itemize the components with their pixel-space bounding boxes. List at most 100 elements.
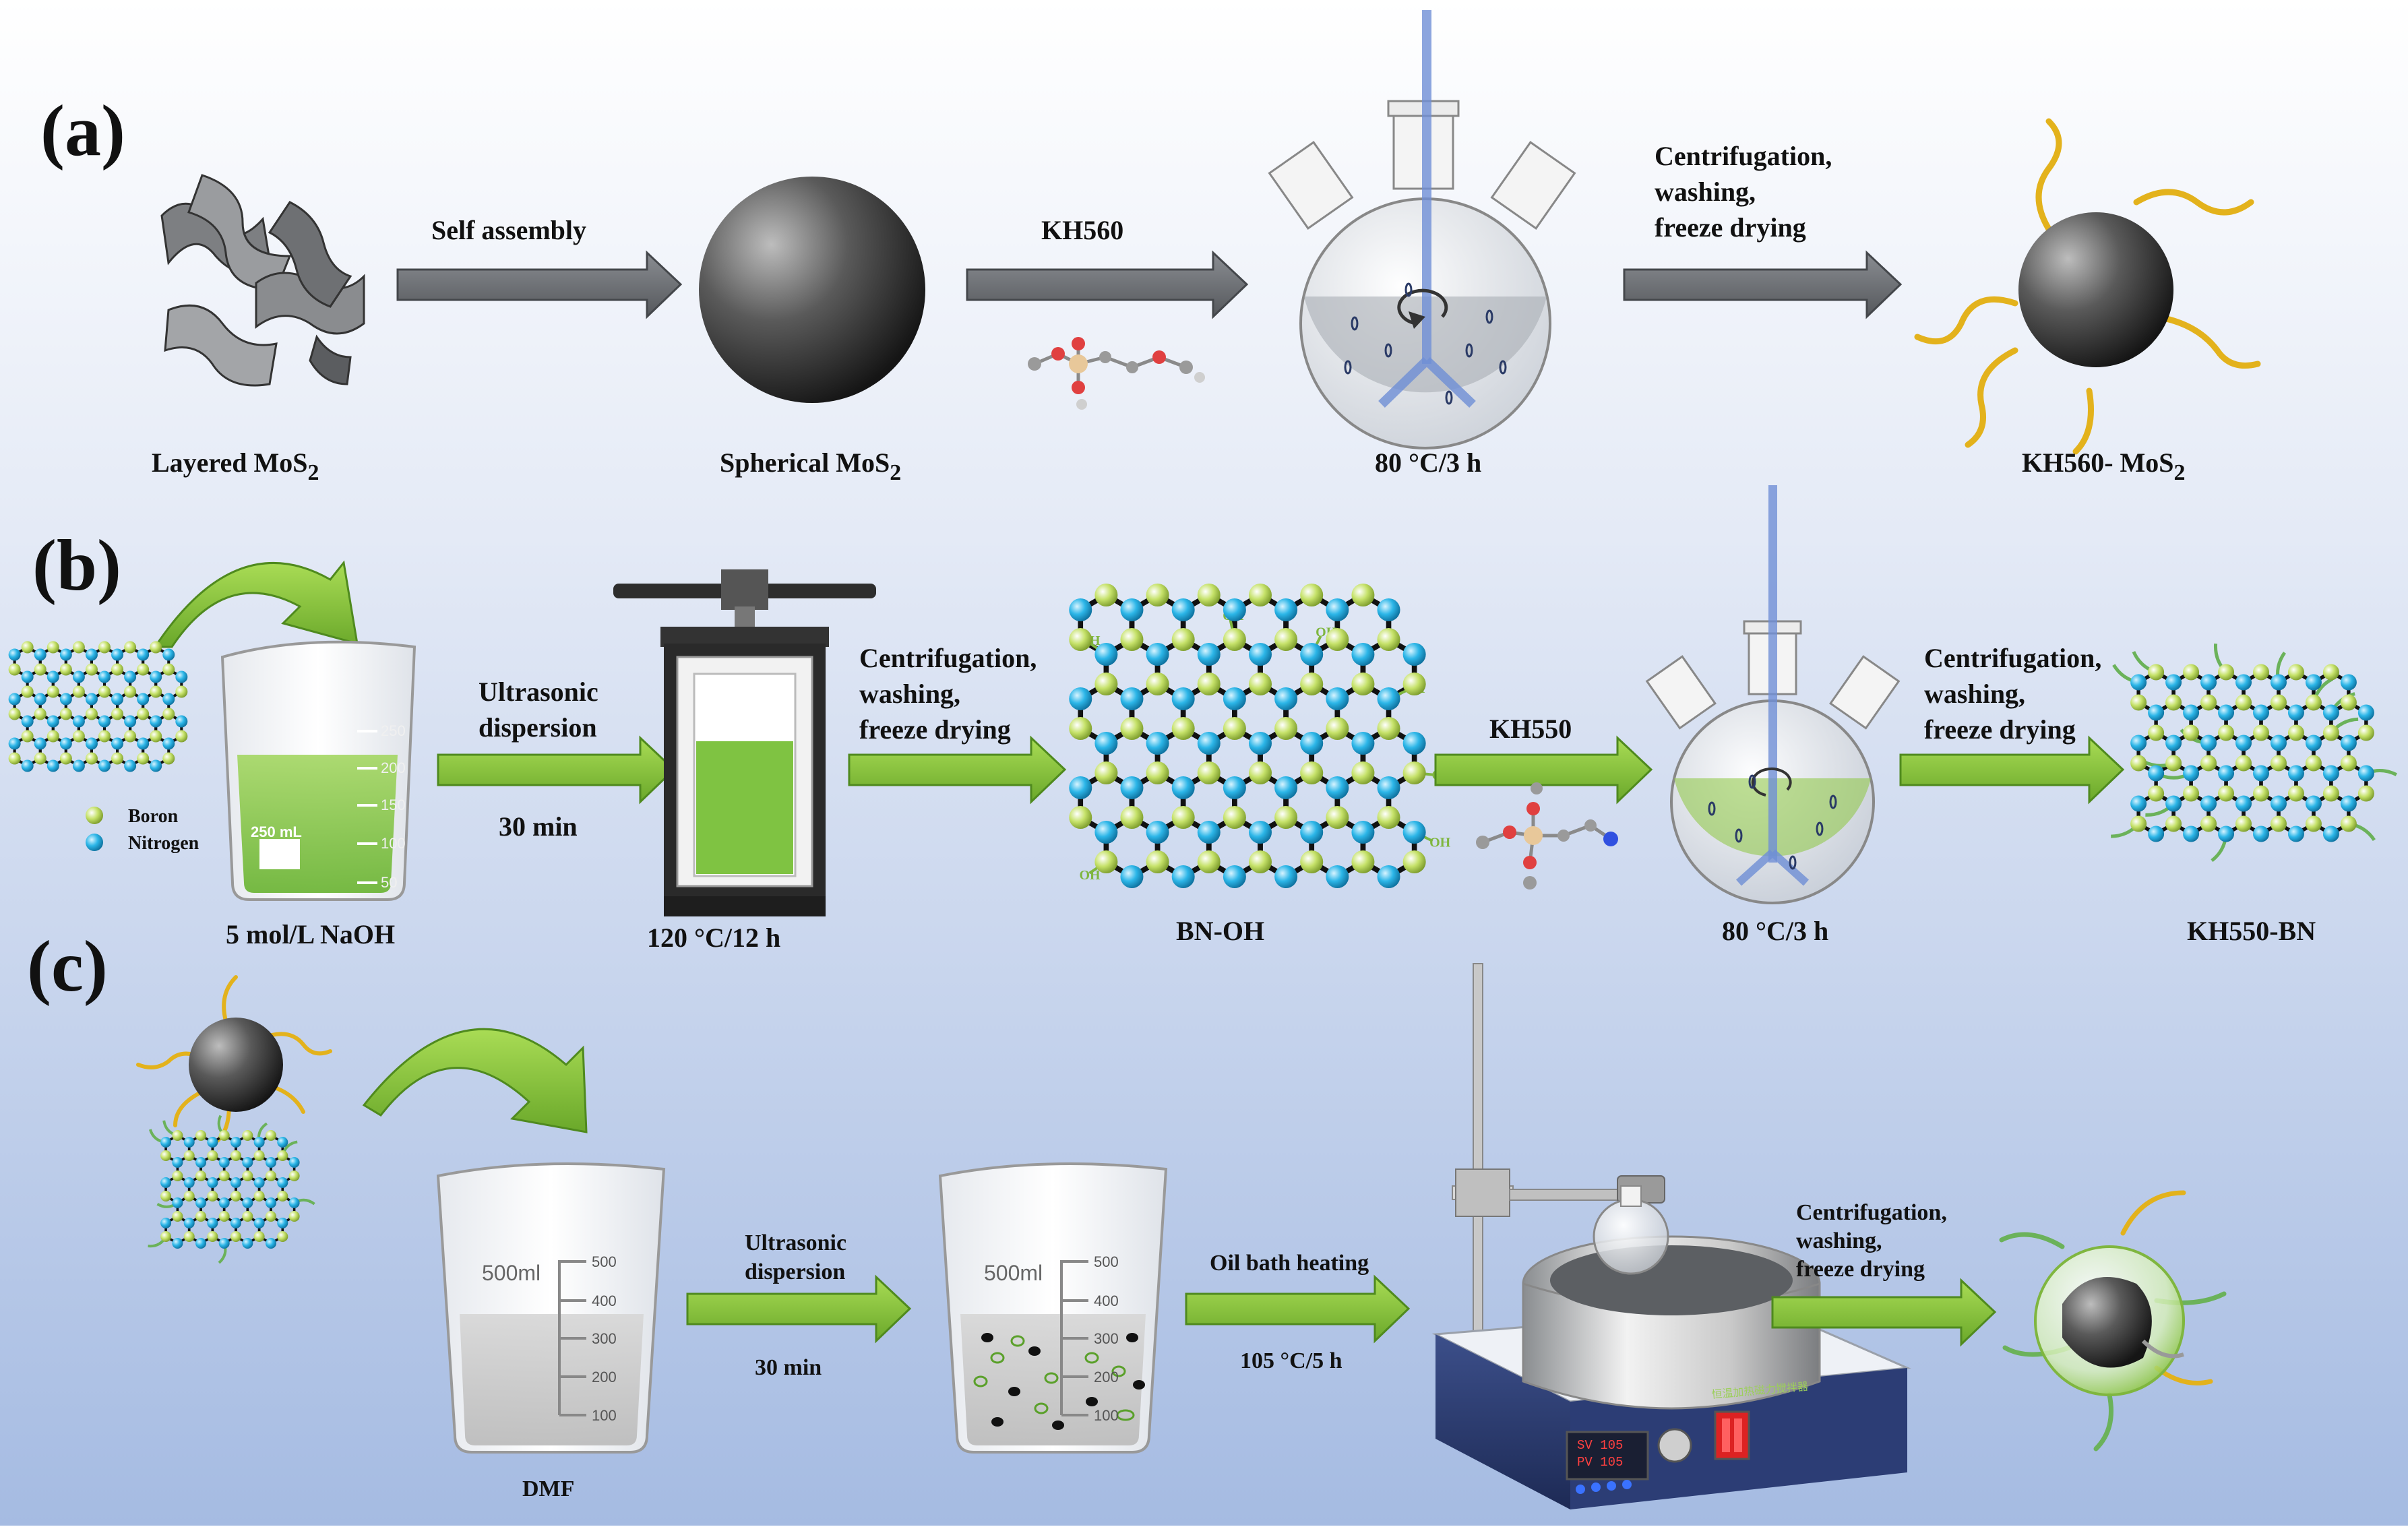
three-neck-flask-b-icon	[1645, 485, 1901, 904]
nitrogen-atom	[277, 1137, 288, 1148]
nitrogen-atom	[242, 1157, 253, 1168]
boron-atom	[2357, 785, 2374, 802]
nitrogen-atom	[2305, 735, 2322, 751]
bn-oh-label: BN-OH	[1176, 916, 1264, 946]
nitrogen-atom	[2130, 735, 2147, 751]
boron-atom	[2270, 755, 2287, 772]
nitrogen-atom	[124, 670, 137, 683]
boron-atom	[1402, 673, 1426, 695]
nitrogen-atom	[288, 1197, 300, 1208]
nitrogen-atom	[1377, 865, 1400, 888]
arrow-centrifugation-a	[1623, 250, 1903, 319]
boron-atom	[8, 708, 21, 720]
nitrogen-atom	[2287, 704, 2304, 721]
boron-atom	[1069, 806, 1092, 829]
boron-atom	[2218, 785, 2235, 802]
boron-atom	[137, 663, 150, 676]
beaker-c1-volume: 500ml	[482, 1261, 541, 1285]
boron-atom	[2287, 664, 2304, 681]
nitrogen-atom	[1197, 732, 1221, 755]
nitrogen-atom	[1274, 687, 1298, 710]
boron-atom	[195, 1130, 207, 1141]
nitrogen-atom	[2305, 674, 2322, 691]
boron-atom	[207, 1191, 218, 1202]
boron-atom	[34, 708, 47, 720]
nitrogen-atom	[1197, 643, 1221, 666]
boron-atom	[1351, 761, 1375, 784]
arrow-b2-line1: Centrifugation,	[859, 643, 1037, 673]
arrow-b1-below: 30 min	[499, 811, 578, 842]
boron-atom	[265, 1171, 276, 1181]
boron-atom	[59, 663, 72, 676]
nitrogen-atom	[8, 648, 21, 661]
boron-atom	[137, 752, 150, 765]
nitrogen-atom	[1069, 776, 1092, 799]
boron-atom	[265, 1130, 276, 1141]
nitrogen-atom	[2183, 825, 2200, 842]
boron-atom	[85, 663, 98, 676]
boron-atom	[288, 1171, 300, 1181]
boron-atom	[72, 641, 85, 654]
boron-atom	[1249, 850, 1272, 873]
beaker-b-tick-250: 250	[381, 722, 406, 739]
beaker-b-paper-label	[259, 839, 300, 869]
flask-a-condition-label: 80 °C/3 h	[1375, 447, 1481, 478]
boron-atom	[2253, 724, 2269, 741]
boron-atom	[2165, 815, 2182, 832]
stirrer-sv: SV 105	[1577, 1438, 1623, 1453]
boron-atom	[1197, 850, 1221, 873]
boron-atom	[1146, 673, 1169, 695]
boron-atom	[2183, 664, 2200, 681]
autoclave-condition-label: 120 °C/12 h	[647, 923, 780, 953]
nitrogen-atom	[1197, 821, 1221, 844]
arrow-oil-bath	[1185, 1274, 1411, 1344]
nitrogen-atom	[277, 1177, 288, 1188]
boron-atom	[1274, 717, 1298, 740]
boron-atom	[2235, 815, 2252, 832]
beaker-c2-tick-200: 200	[1094, 1369, 1119, 1385]
nitrogen-atom	[1402, 821, 1426, 844]
boron-atom	[1300, 850, 1324, 873]
boron-atom	[98, 641, 111, 654]
nitrogen-atom	[183, 1177, 195, 1188]
nitrogen-atom	[2270, 795, 2287, 812]
nitrogen-atom	[47, 759, 59, 772]
boron-atom	[172, 1171, 183, 1181]
boron-atom	[1223, 628, 1246, 651]
arrow-b2-line3: freeze drying	[859, 714, 1011, 745]
boron-atom	[1274, 628, 1298, 651]
spherical-mos2-icon	[699, 177, 925, 403]
kh550-bn-sheet-icon	[2111, 644, 2397, 863]
arrow-b4-line2: washing,	[1924, 679, 2025, 709]
beaker-b-tick-200: 200	[381, 759, 406, 776]
boron-atom	[8, 752, 21, 765]
boron-atom	[2183, 724, 2200, 741]
nitrogen-atom	[242, 1238, 253, 1249]
arrow-c1-line1: Ultrasonic	[745, 1230, 846, 1255]
boron-atom	[218, 1211, 230, 1222]
naoh-label: 5 mol/L NaOH	[226, 919, 395, 949]
arrow-a3-line3: freeze drying	[1655, 212, 1806, 243]
nitrogen-atom	[1223, 865, 1246, 888]
nitrogen-atom	[137, 648, 150, 661]
boron-atom	[1351, 673, 1375, 695]
boron-atom	[1223, 717, 1246, 740]
boron-atom	[195, 1171, 207, 1181]
boron-atom	[8, 663, 21, 676]
nitrogen-atom	[1146, 821, 1169, 844]
nitrogen-atom	[21, 715, 34, 728]
arrow-self-assembly	[396, 250, 683, 319]
boron-atom	[2305, 694, 2322, 711]
nitrogen-atom	[85, 648, 98, 661]
nitrogen-atom	[72, 670, 85, 683]
stir-rod-b	[1768, 485, 1777, 863]
boron-atom	[1171, 806, 1195, 829]
boron-atom	[253, 1231, 265, 1242]
boron-atom	[2253, 664, 2269, 681]
nitrogen-atom	[1146, 732, 1169, 755]
nitrogen-atom	[195, 1238, 207, 1249]
nitrogen-atom	[183, 1137, 195, 1148]
nitrogen-atom	[2165, 735, 2182, 751]
